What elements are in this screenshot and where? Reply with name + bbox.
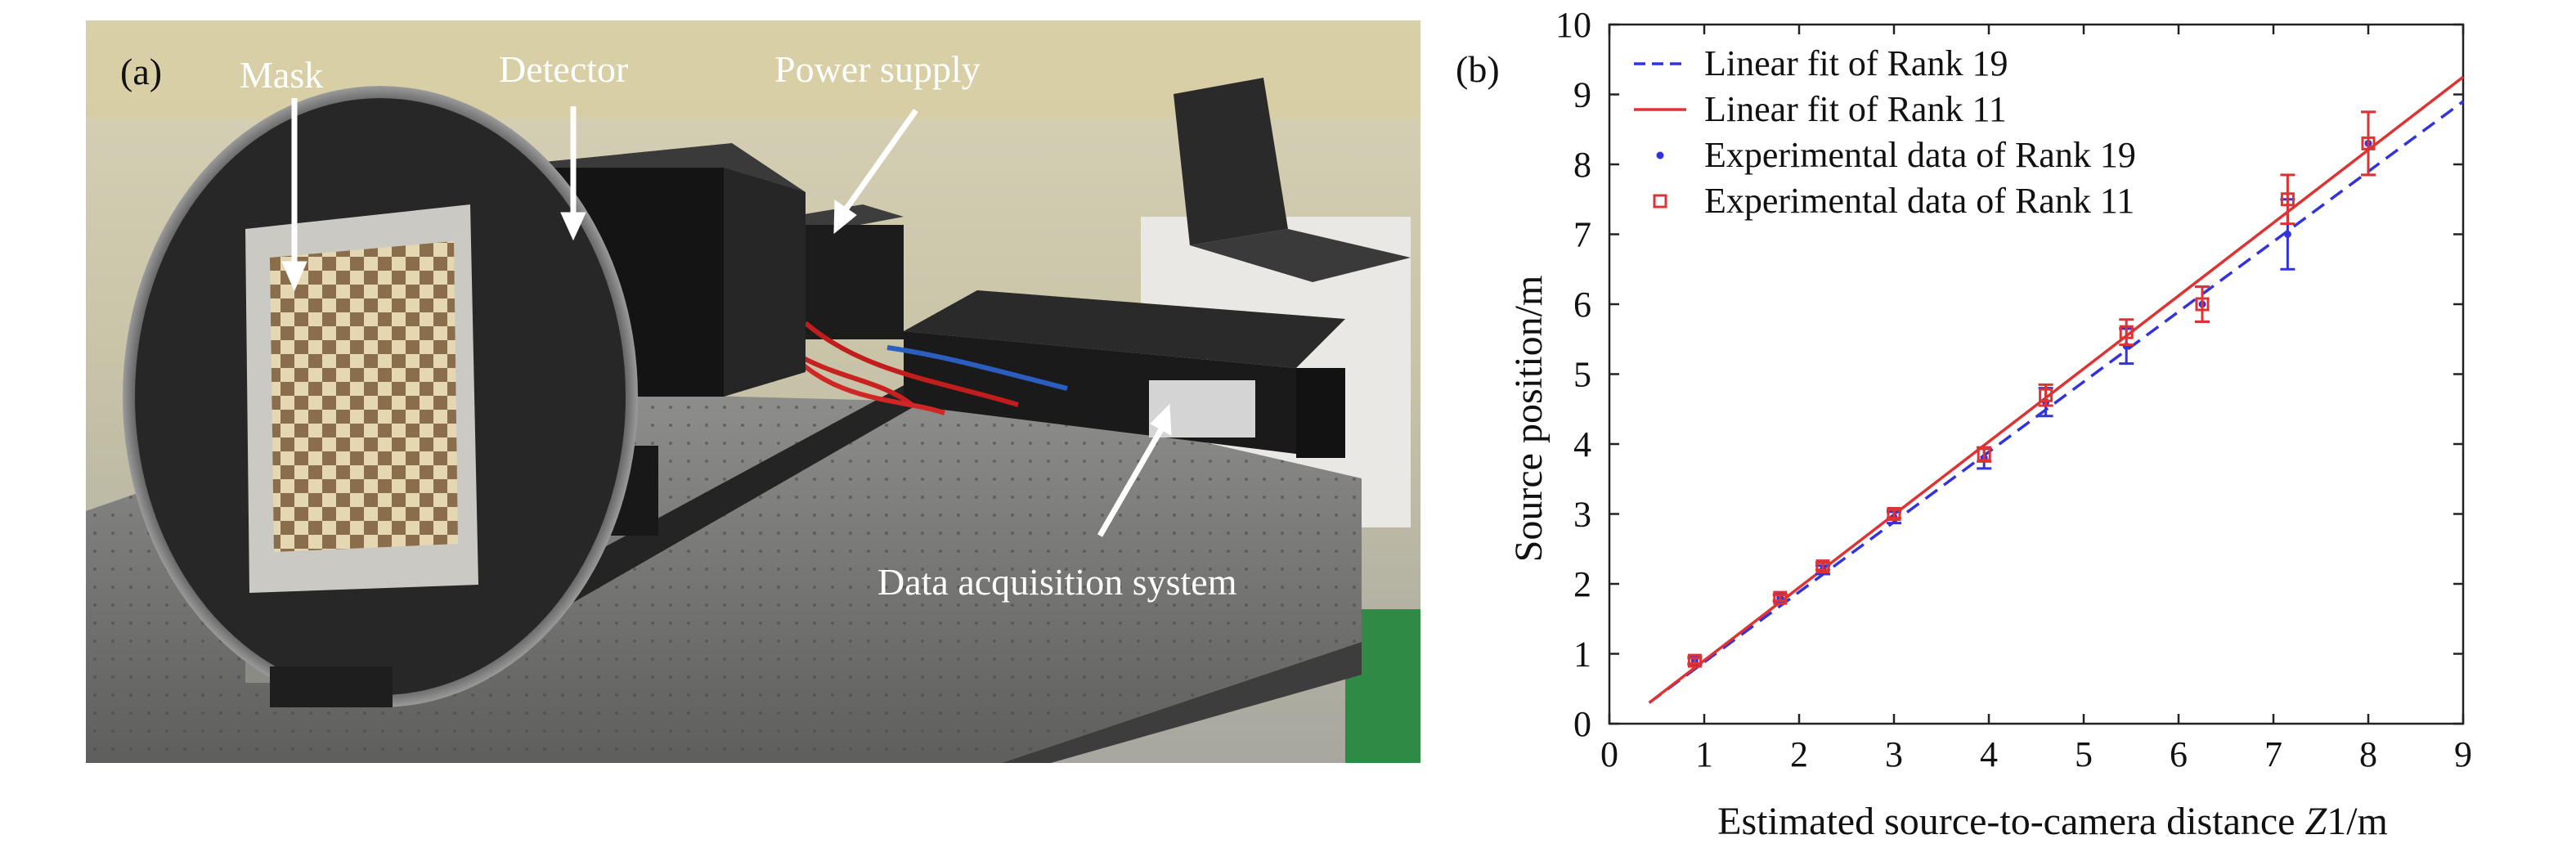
legend-label: Linear fit of Rank 11	[1704, 89, 2007, 129]
y-tick-label: 4	[1573, 424, 1591, 464]
data-point	[2119, 325, 2134, 339]
data-point	[2361, 136, 2376, 150]
mask-label: Mask	[240, 54, 323, 96]
x-axis-label: Estimated source-to-camera distance Z1/m	[1717, 800, 2388, 843]
x-tick-label: 1	[1695, 734, 1713, 774]
coded-mask-pattern	[270, 241, 458, 552]
data-point	[1687, 653, 1702, 668]
y-tick-label: 2	[1573, 564, 1591, 604]
plot-frame	[1608, 23, 2465, 725]
x-tick-label: 8	[2359, 734, 2377, 774]
y-tick-label: 10	[1555, 5, 1591, 45]
legend-label: Experimental data of Rank 19	[1704, 135, 2136, 175]
x-tick-label: 2	[1790, 734, 1808, 774]
series	[1648, 75, 2465, 704]
y-tick-label: 0	[1573, 704, 1591, 744]
legend-label: Linear fit of Rank 19	[1704, 43, 2008, 83]
detector-label: Detector	[499, 48, 628, 90]
data-point	[1977, 447, 1991, 462]
x-axis-label-prefix: Estimated source-to-camera distance	[1717, 800, 2304, 843]
chart-panel: (b) 0 1 2 3 4 5 6 7 8 9 0 1 2 3 4 5 6 7 8 9 10 Linear fit of…	[1423, 0, 2576, 853]
y-tick-label: 7	[1573, 215, 1591, 255]
data-point	[1887, 507, 1901, 521]
x-tick-label: 0	[1600, 734, 1618, 774]
data-point	[1773, 590, 1788, 605]
y-tick-label: 9	[1573, 75, 1591, 115]
x-tick-label: 4	[1980, 734, 1998, 774]
calibration-chart: (b) 0 1 2 3 4 5 6 7 8 9 0 1 2 3 4 5 6 7 8 9 10 Linear fit of…	[1456, 5, 2472, 843]
data-point	[2039, 388, 2053, 402]
photo-panel: (a) Mask Detector Power supply Data acqu…	[86, 20, 1420, 763]
data-point	[2283, 231, 2291, 238]
data-point	[2195, 297, 2210, 312]
daq-label: Data acquisition system	[877, 561, 1237, 603]
x-tick-label: 7	[2264, 734, 2282, 774]
x-axis-label-italic: Z	[2304, 800, 2327, 843]
data-point	[1815, 559, 1830, 574]
y-tick-label: 8	[1573, 145, 1591, 185]
y-axis-label: Source position/m	[1507, 276, 1551, 563]
axes: 0 1 2 3 4 5 6 7 8 9 0 1 2 3 4 5 6 7 8 9 10	[1555, 5, 2472, 774]
mask-holder	[123, 86, 638, 707]
x-tick-label: 3	[1885, 734, 1903, 774]
legend-swatch	[1656, 151, 1664, 159]
x-tick-label: 6	[2170, 734, 2188, 774]
y-tick-label: 5	[1573, 355, 1591, 395]
legend-swatch	[1653, 194, 1667, 209]
panel-a-label: (a)	[120, 51, 162, 92]
power-supply-label: Power supply	[774, 48, 981, 90]
x-tick-label: 9	[2454, 734, 2472, 774]
series-experimental-data-of-rank-11	[1687, 110, 2376, 668]
y-tick-label: 6	[1573, 285, 1591, 325]
y-tick-label: 1	[1573, 635, 1591, 675]
legend-label: Experimental data of Rank 11	[1704, 181, 2134, 221]
x-axis-label-suffix: 1/m	[2327, 800, 2388, 843]
laptop	[1174, 78, 1411, 282]
annotation-arrows	[281, 98, 1172, 537]
data-point	[2280, 192, 2295, 207]
legend: Linear fit of Rank 19 Linear fit of Rank …	[1634, 43, 2136, 221]
lab-photo: (a) Mask Detector Power supply Data acqu…	[86, 20, 1420, 763]
y-tick-label: 3	[1573, 495, 1591, 535]
x-tick-label: 5	[2075, 734, 2093, 774]
daq-box	[904, 290, 1345, 458]
panel-b-label: (b)	[1456, 48, 1500, 90]
